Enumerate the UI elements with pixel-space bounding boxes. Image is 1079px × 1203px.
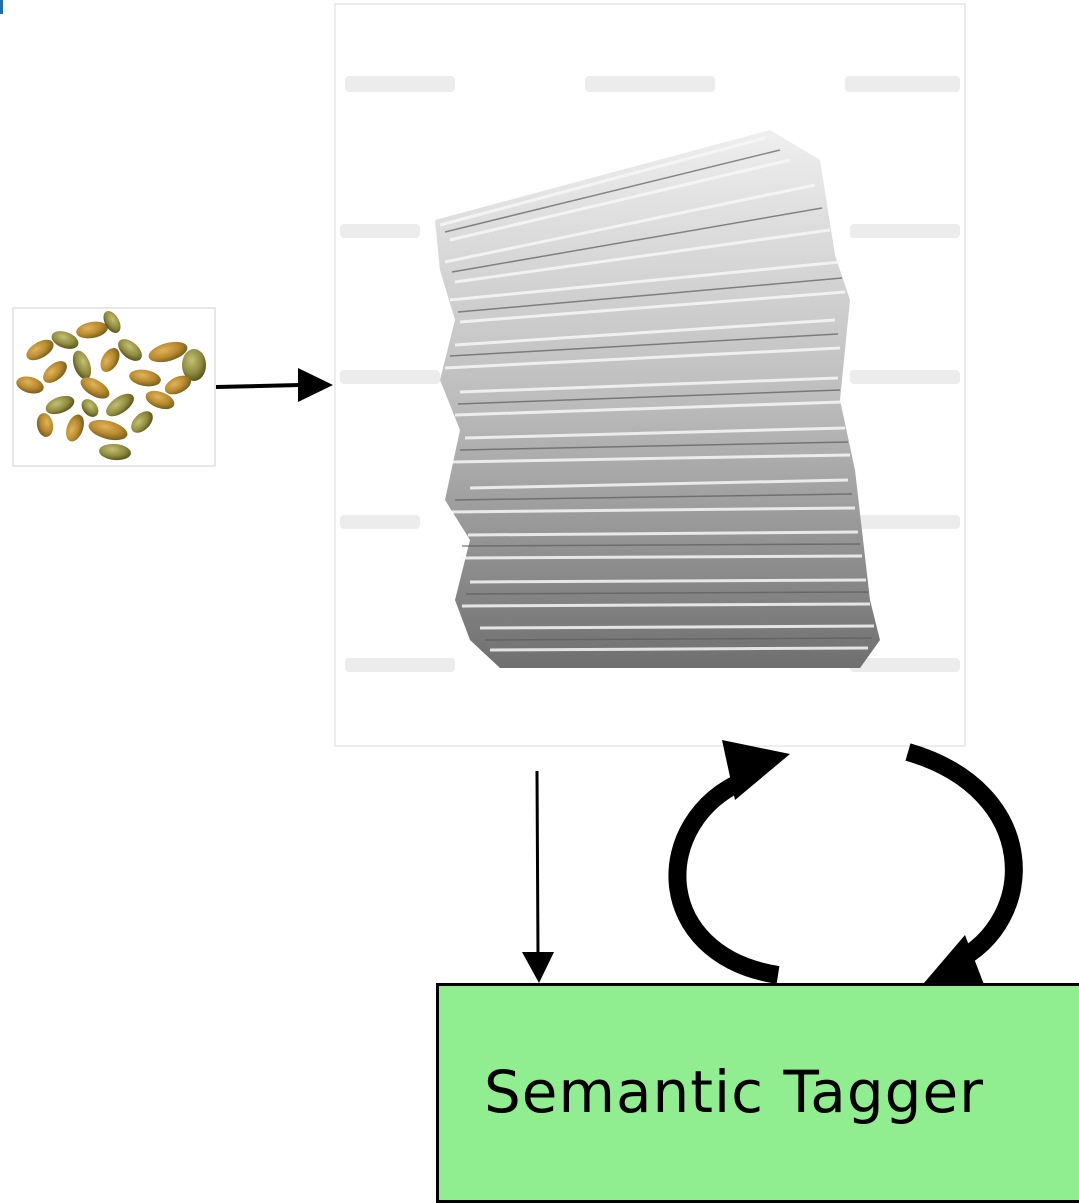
semantic-tagger-box: Semantic Tagger [436, 983, 1079, 1203]
paper-stack [435, 130, 880, 668]
semantic-tagger-label: Semantic Tagger [483, 1058, 984, 1126]
seed-cluster [16, 311, 206, 461]
watermark-rows [340, 76, 960, 672]
corner-mark [0, 0, 3, 14]
newspaper-stack-image [334, 3, 966, 747]
seeds-image [12, 307, 216, 467]
arrow-corpus-to-tagger [522, 770, 554, 983]
arrow-tagger-to-corpus-loop [668, 740, 790, 984]
arrow-seeds-to-corpus [215, 368, 333, 402]
arrow-corpus-to-tagger-loop [905, 743, 1023, 995]
